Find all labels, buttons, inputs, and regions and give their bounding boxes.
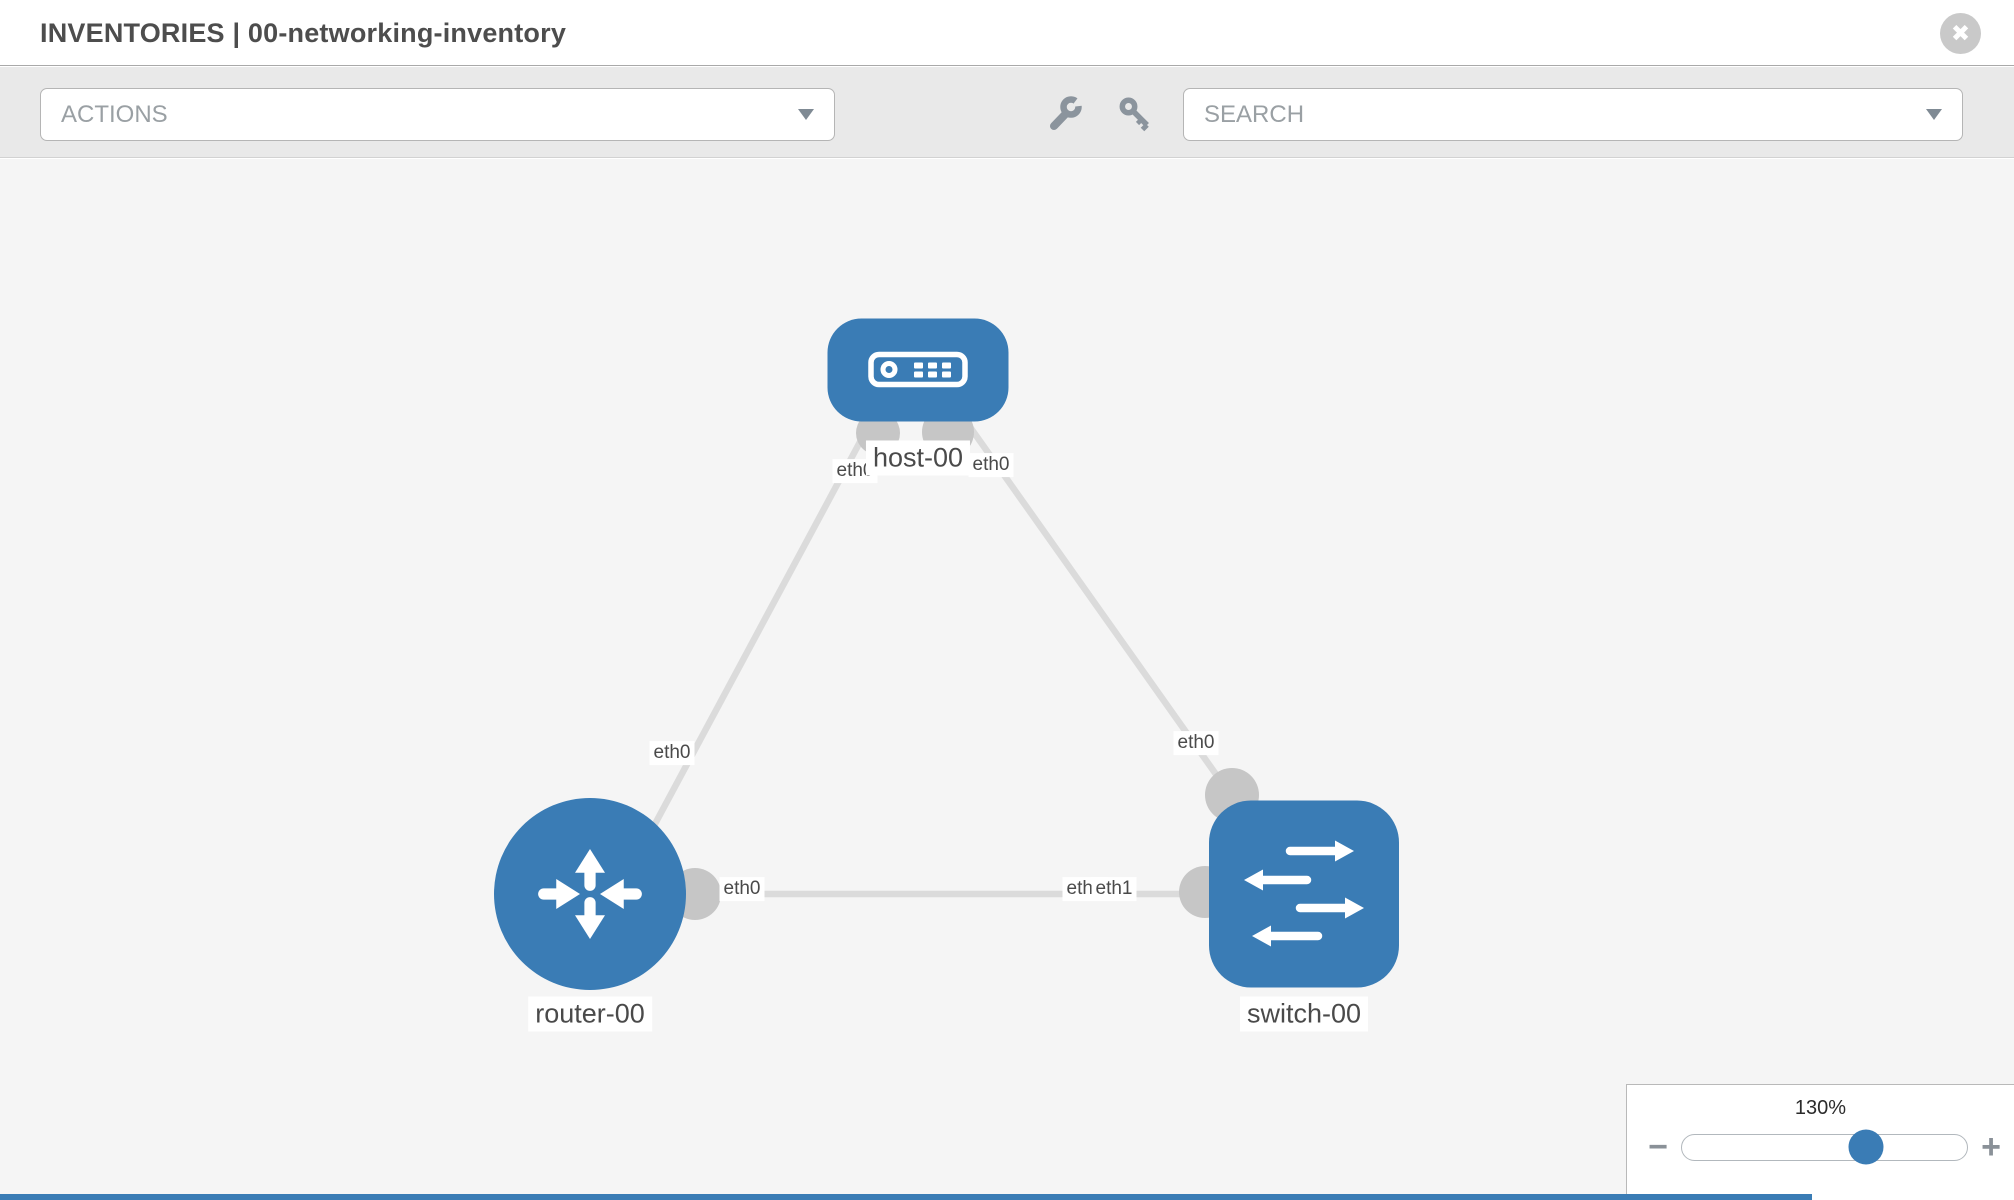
zoom-level-label: 130%	[1794, 1097, 1847, 1119]
node-router-00[interactable]	[494, 798, 686, 990]
search-dropdown-value: SEARCH	[1204, 100, 1305, 128]
interface-label: eth0	[1173, 731, 1219, 755]
wrench-icon[interactable]	[1046, 94, 1086, 134]
link-router-00-host-00	[645, 425, 871, 839]
topology-svg	[494, 318, 1399, 990]
interface-label: eth1	[1091, 877, 1137, 901]
zoom-slider-track[interactable]	[1681, 1129, 1968, 1165]
key-icon[interactable]	[1116, 94, 1156, 134]
zoom-in-button[interactable]: +	[1981, 1128, 2001, 1166]
bottom-edge-bar	[0, 1194, 1812, 1200]
zoom-slider-row: − +	[1627, 1125, 2014, 1169]
search-dropdown[interactable]: SEARCH	[1183, 88, 1963, 141]
zoom-slider-thumb[interactable]	[1848, 1129, 1884, 1165]
node-label: router-00	[528, 996, 652, 1032]
node-switch-00[interactable]	[1209, 800, 1399, 988]
close-icon: ✖	[1950, 20, 1971, 46]
actions-dropdown-value: ACTIONS	[61, 100, 168, 128]
interface-label: eth0	[968, 453, 1014, 477]
close-button[interactable]: ✖	[1940, 13, 1981, 54]
zoom-panel: 130% − +	[1626, 1084, 2014, 1200]
zoom-out-button[interactable]: −	[1648, 1128, 1668, 1166]
node-label: host-00	[865, 440, 971, 476]
header: INVENTORIES | 00-networking-inventory ✖	[0, 0, 2014, 66]
page-title: INVENTORIES | 00-networking-inventory	[40, 18, 567, 48]
interface-label: eth0	[719, 877, 765, 901]
chevron-down-icon	[1926, 109, 1942, 120]
actions-dropdown[interactable]: ACTIONS	[40, 88, 835, 141]
node-label: switch-00	[1239, 996, 1369, 1032]
node-host-00[interactable]	[827, 318, 1009, 422]
chevron-down-icon	[798, 109, 814, 120]
interface-label: eth0	[649, 741, 695, 765]
toolbar: ACTIONS SEARCH	[0, 67, 2014, 158]
